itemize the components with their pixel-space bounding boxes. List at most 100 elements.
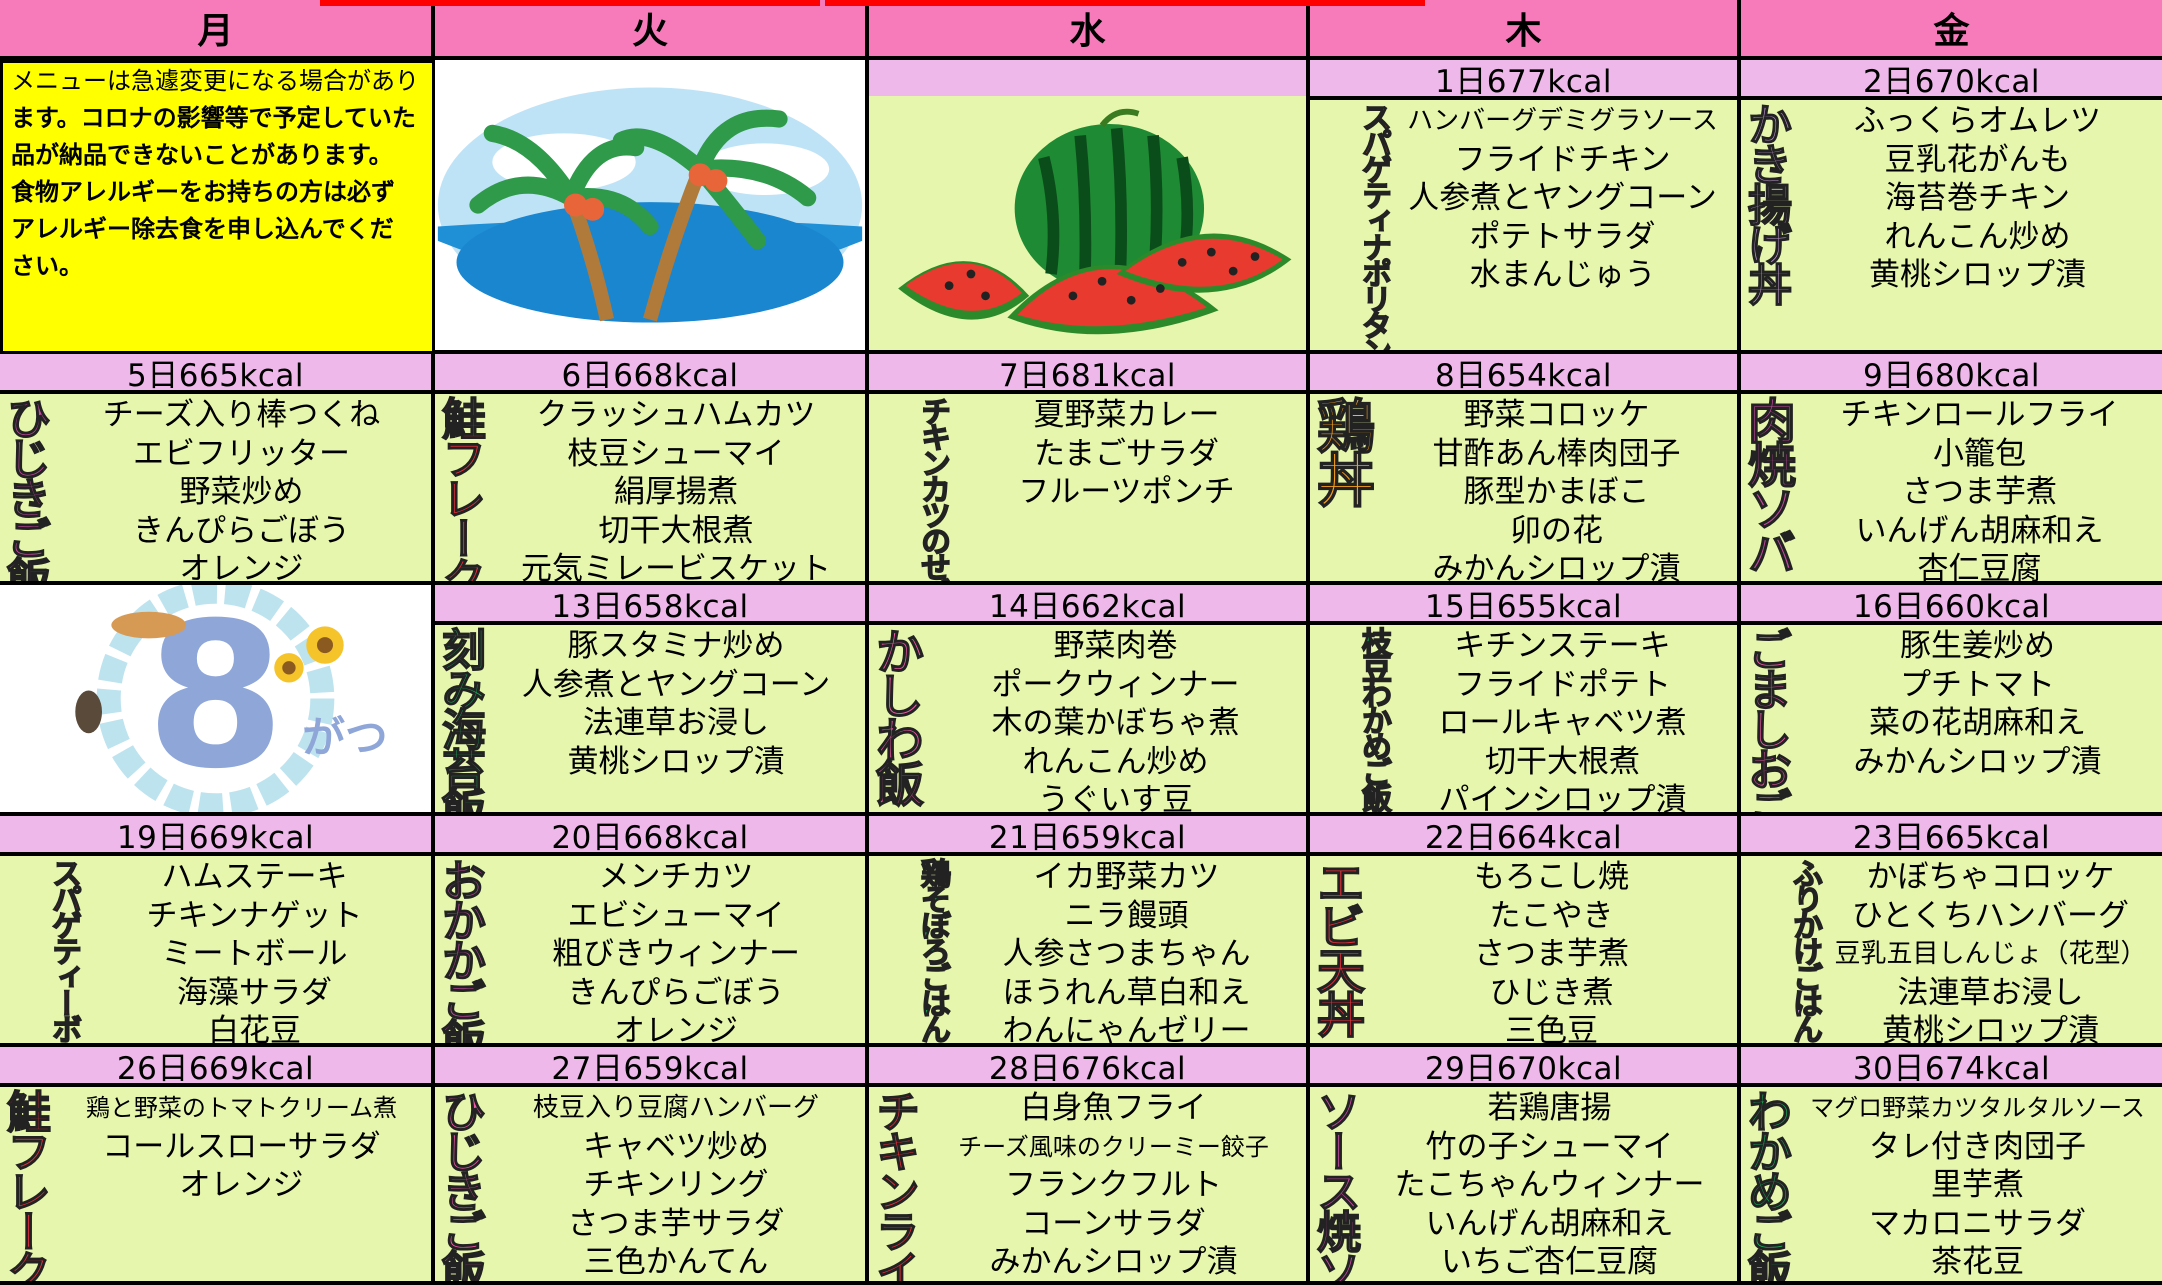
menu-cell: ひじきご飯枝豆入り豆腐ハンバーグキャベツ炒めチキンリングさつま芋サラダ三色かんて… <box>435 1087 869 1285</box>
dish-item: 三色かんてん <box>583 1244 769 1280</box>
main-dish: チキンカツのせご飯 <box>914 395 951 585</box>
dish-list: ハムステーキチキンナゲットミートボール海藻サラダ白花豆 <box>78 856 431 1043</box>
dish-item: フライドチキン <box>1454 141 1671 178</box>
day-header: 26日669kcal <box>0 1047 435 1087</box>
dish-item: 野菜コロッケ <box>1463 397 1650 433</box>
main-dish: かしわ飯 <box>869 626 924 804</box>
notice-box: メニューは急遽変更になる場合があります。コロナの影響等で予定していた品が納品でき… <box>0 60 435 354</box>
notice-line: さい。 <box>11 252 83 280</box>
menu-cell: スパゲティナポリタンハンバーグデミグラソースフライドチキン人参煮とヤングコーンポ… <box>1310 100 1741 354</box>
day-header: 16日660kcal <box>1741 585 2162 625</box>
dish-item: キャベツ炒め <box>583 1128 769 1165</box>
dish-item: ポークウィンナー <box>991 666 1240 703</box>
menu-cell: 刻み海苔飯豚スタミナ炒め人参煮とヤングコーン法連草お浸し黄桃シロップ漬 <box>435 625 869 816</box>
main-dish: 刻み海苔飯 <box>435 626 486 816</box>
main-dish: おかかご飯 <box>435 857 486 1047</box>
day-header: 2日670kcal <box>1741 60 2162 100</box>
palm-trees-icon <box>435 60 865 350</box>
main-dish: ふりかけごはん <box>1786 857 1823 1041</box>
dish-list: チーズ入り棒つくねエビフリッター野菜炒めきんぴらごぼうオレンジ <box>52 394 431 581</box>
menu-cell: かしわ飯野菜肉巻ポークウィンナー木の葉かぼちゃ煮れんこん炒めうぐいす豆 <box>869 625 1310 816</box>
main-dish: 鮭フレーク飯 <box>435 395 486 585</box>
main-dish: スパゲティナポリタン <box>1355 101 1392 354</box>
dish-item: 人参煮とヤングコーン <box>1408 180 1717 216</box>
dish-item: フランクフルト <box>1005 1167 1222 1203</box>
day-header: 15日655kcal <box>1310 585 1741 625</box>
main-dish: 肉焼ソバ <box>1741 395 1796 573</box>
dish-item: 白身魚フライ <box>1020 1090 1207 1126</box>
dish-item: きんぴらごぼう <box>567 974 785 1011</box>
dish-item: 野菜炒め <box>179 474 304 510</box>
weekday-header: 木 <box>1310 0 1741 60</box>
day-header: 27日659kcal <box>435 1047 869 1087</box>
dish-list: 豚生姜炒めプチトマト菜の花胡麻和えみかんシロップ漬 <box>1793 625 2162 812</box>
dish-item: うぐいす豆 <box>1038 782 1193 816</box>
main-dish: ソース焼ソバ <box>1310 1088 1361 1285</box>
dish-list: ハンバーグデミグラソースフライドチキン人参煮とヤングコーンポテトサラダ水まんじゅ… <box>1388 100 1737 350</box>
dish-item: オレンジ <box>179 1167 304 1203</box>
menu-cell: 枝豆わかめご飯キチンステーキフライドポテトロールキャベツ煮切干大根煮パインシロッ… <box>1310 625 1741 816</box>
notice-line: ます。コロナの影響等で予定していた <box>11 104 416 132</box>
dish-item: オレンジ <box>614 1013 738 1047</box>
menu-cell: わかめご飯マグロ野菜カツタルタルソースタレ付き肉団子里芋煮マカロニサラダ茶花豆 <box>1741 1087 2162 1285</box>
dish-item: 法連草お浸し <box>583 705 769 741</box>
dish-item: もろこし焼 <box>1474 859 1629 895</box>
dish-list: 若鶏唐揚竹の子シューマイたこちゃんウィンナーいんげん胡麻和えいちご杏仁豆腐 <box>1362 1087 1737 1281</box>
dish-list: 枝豆入り豆腐ハンバーグキャベツ炒めチキンリングさつま芋サラダ三色かんてん <box>487 1087 865 1281</box>
dish-list: マグロ野菜カツタルタルソースタレ付き肉団子里芋煮マカロニサラダ茶花豆 <box>1793 1087 2162 1281</box>
day-header: 7日681kcal <box>869 354 1310 394</box>
day-header: 8日654kcal <box>1310 354 1741 394</box>
menu-cell: おかかご飯メンチカツエビシューマイ粗びきウィンナーきんぴらごぼうオレンジ <box>435 856 869 1047</box>
dish-item: 木の葉かぼちゃ煮 <box>991 705 1240 741</box>
dish-item: 豚スタミナ炒め <box>567 628 785 664</box>
dish-item: れんこん炒め <box>1884 218 2071 255</box>
main-dish: ひじきご飯 <box>0 395 51 585</box>
dish-item: メンチカツ <box>598 859 754 895</box>
day-header: 23日665kcal <box>1741 816 2162 856</box>
menu-cell: 鮭フレーク飯鶏と野菜のトマトクリーム煮コールスローサラダオレンジ <box>0 1087 435 1285</box>
dish-item: ひじき煮 <box>1489 974 1614 1011</box>
dish-item: ハンバーグデミグラソース <box>1407 106 1718 136</box>
dish-item: 若鶏唐揚 <box>1487 1090 1612 1126</box>
dish-item: 法連草お浸し <box>1897 974 2084 1011</box>
dish-list: 野菜肉巻ポークウィンナー木の葉かぼちゃ煮れんこん炒めうぐいす豆 <box>925 625 1306 812</box>
dish-item: かぼちゃコロッケ <box>1866 859 2115 895</box>
dish-item: 里芋煮 <box>1931 1167 2024 1203</box>
dish-item: チーズ風味のクリーミー餃子 <box>958 1132 1269 1161</box>
day-header: 28日676kcal <box>869 1047 1310 1087</box>
dish-list: イカ野菜カツニラ饅頭人参さつまちゃんほうれん草白和えわんにゃんゼリー <box>947 856 1306 1043</box>
dish-item: チーズ入り棒つくね <box>102 397 381 433</box>
notice-line: 食物アレルギーをお持ちの方は必ず <box>11 178 395 206</box>
dish-item: 豚型かまぼこ <box>1463 474 1650 510</box>
dish-item: エビフリッター <box>133 435 350 472</box>
dish-item: マカロニサラダ <box>1869 1205 2086 1242</box>
dish-item: コールスローサラダ <box>102 1128 381 1165</box>
dish-item: 菜の花胡麻和え <box>1869 705 2086 741</box>
menu-cell: ソース焼ソバ若鶏唐揚竹の子シューマイたこちゃんウィンナーいんげん胡麻和えいちご杏… <box>1310 1087 1741 1285</box>
dish-item: たこちゃんウィンナー <box>1394 1167 1705 1203</box>
august-8-icon <box>0 585 435 816</box>
dish-list: かぼちゃコロッケひとくちハンバーグ豆乳五目しんじょ（花型）法連草お浸し黄桃シロッ… <box>1819 856 2162 1043</box>
dish-item: 豆乳花がんも <box>1884 141 2071 178</box>
day-header: 30日674kcal <box>1741 1047 2162 1087</box>
day-header: 14日662kcal <box>869 585 1310 625</box>
dish-item: 枝豆入り豆腐ハンバーグ <box>532 1093 819 1123</box>
dish-item: 人参さつまちゃん <box>1002 936 1251 972</box>
dish-item: イカ野菜カツ <box>1033 859 1220 895</box>
dish-item: 切干大根煮 <box>598 512 754 549</box>
august-8-icon <box>0 585 431 812</box>
main-dish: エビ天丼 <box>1310 857 1365 1035</box>
dish-item: たこやき <box>1489 897 1614 934</box>
dish-item: 豆乳五目しんじょ（花型） <box>1834 939 2147 969</box>
dish-item: 黄桃シロップ漬 <box>1869 257 2086 293</box>
dish-item: 白花豆 <box>208 1013 301 1047</box>
dish-item: ロールキャベツ煮 <box>1438 705 1687 741</box>
dish-item: オレンジ <box>179 551 304 585</box>
dish-item: ポテトサラダ <box>1469 218 1656 255</box>
dish-item: 切干大根煮 <box>1485 743 1640 780</box>
menu-cell: ごましおご飯豚生姜炒めプチトマト菜の花胡麻和えみかんシロップ漬 <box>1741 625 2162 816</box>
dish-item: 粗びきウィンナー <box>552 936 800 972</box>
dish-item: ミートボール <box>161 936 348 972</box>
dish-item: フライドポテト <box>1454 666 1671 703</box>
dish-item: パインシロップ漬 <box>1438 782 1687 816</box>
